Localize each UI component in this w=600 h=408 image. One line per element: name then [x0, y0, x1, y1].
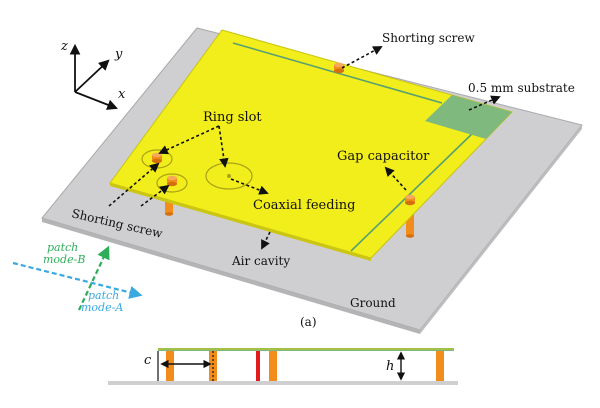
side-view: c h — [108, 348, 458, 385]
mode-a-arrow — [12, 261, 143, 299]
label-mode-b-line2: mode-B — [43, 253, 85, 266]
side-post-1 — [166, 351, 174, 381]
caption-a: (a) — [300, 315, 317, 329]
label-air-cavity: Air cavity — [231, 254, 290, 268]
axis-z-label: z — [60, 39, 68, 54]
ring-slot-2 — [156, 173, 188, 193]
label-gap-capacitor: Gap capacitor — [337, 149, 430, 164]
label-coaxial-feeding: Coaxial feeding — [253, 198, 355, 213]
side-post-4 — [436, 351, 444, 381]
shorting-screw-top — [334, 62, 344, 74]
shorting-screw-ring-1 — [152, 152, 162, 164]
label-shorting-screw-top: Shorting screw — [382, 31, 476, 45]
label-mode-a-line1: patch — [88, 289, 119, 302]
callout-arrows — [108, 46, 501, 250]
shorting-post-right-lower — [406, 212, 414, 238]
label-substrate: 0.5 mm substrate — [468, 81, 575, 95]
dim-c-label: c — [144, 353, 152, 368]
label-mode-a-line2: mode-A — [81, 301, 123, 314]
label-ground: Ground — [350, 296, 396, 310]
shorting-screw-ring-2 — [167, 175, 177, 187]
side-ground — [108, 381, 458, 385]
side-post-3 — [269, 351, 277, 381]
label-mode-b-line1: patch — [47, 241, 78, 254]
side-feed — [256, 351, 260, 381]
mode-b-arrow — [78, 245, 110, 311]
shorting-screw-right — [405, 194, 415, 206]
dim-h-label: h — [386, 359, 394, 374]
gap-capacitor-line — [350, 129, 477, 252]
axis-x-label: x — [118, 87, 126, 102]
axis-y-label: y — [114, 47, 123, 62]
substrate-region — [425, 95, 512, 139]
side-post-2 — [209, 351, 217, 381]
label-ring-slot: Ring slot — [203, 110, 262, 125]
axes-triad — [69, 43, 119, 110]
coaxial-ring — [205, 162, 253, 190]
